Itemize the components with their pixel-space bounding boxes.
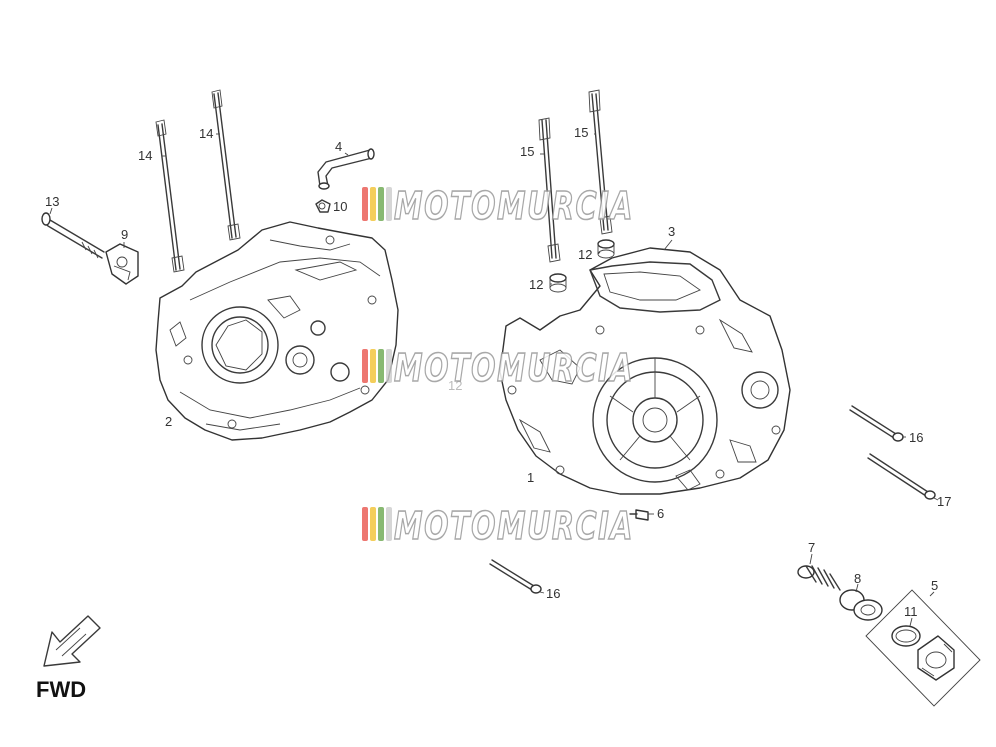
callout-17: 17 (937, 494, 951, 509)
watermark-text: MOTOMURCIA (394, 346, 634, 390)
watermark-stripe (378, 187, 384, 221)
stud-14-short (155, 119, 185, 273)
right-crankcase (499, 247, 791, 495)
callout-2: 2 (165, 414, 172, 429)
watermark-stripe (362, 507, 368, 541)
watermark-stripe (370, 187, 376, 221)
watermark-middle: MOTOMURCIA (362, 345, 634, 391)
bracket-9 (105, 243, 139, 285)
watermark-stripe (378, 507, 384, 541)
callout-6: 6 (657, 506, 664, 521)
stud-15-short (538, 117, 561, 263)
watermark-stripe (386, 349, 392, 383)
left-crankcase (155, 221, 399, 441)
watermark-bottom: MOTOMURCIA (362, 503, 634, 549)
callout-16-lower: 16 (546, 586, 560, 601)
callout-7: 7 (808, 540, 815, 555)
washer-8 (839, 589, 883, 621)
callout-16-right: 16 (909, 430, 923, 445)
callout-13: 13 (45, 194, 59, 209)
callout-14-right: 14 (199, 126, 213, 141)
callout-14-left: 14 (138, 148, 152, 163)
leader-lines (49, 133, 939, 627)
watermark-stripe (386, 187, 392, 221)
callout-15-left: 15 (520, 144, 534, 159)
watermark-stripe (370, 507, 376, 541)
callout-3: 3 (668, 224, 675, 239)
spring-7 (797, 565, 841, 591)
callout-5: 5 (931, 578, 938, 593)
watermark-stripe (370, 349, 376, 383)
forward-arrow-icon (43, 615, 101, 667)
callout-12-left: 12 (529, 277, 543, 292)
bolt-16-right (849, 405, 904, 442)
hose-4 (317, 148, 375, 190)
watermark-stripe (378, 349, 384, 383)
callout-12-right: 12 (578, 247, 592, 262)
callout-1: 1 (527, 470, 534, 485)
drain-plug-assembly-box (865, 589, 981, 707)
watermark-text: MOTOMURCIA (394, 184, 634, 228)
watermark-top: MOTOMURCIA (362, 183, 634, 229)
callout-8: 8 (854, 571, 861, 586)
bolt-16-lower (489, 559, 542, 594)
dowel-12-a (549, 273, 567, 293)
direction-label: FWD (36, 677, 86, 702)
callout-4: 4 (335, 139, 342, 154)
watermark-stripe (362, 187, 368, 221)
callout-12-center: 12 (448, 378, 462, 393)
callout-15-right: 15 (574, 125, 588, 140)
callout-11: 11 (904, 604, 918, 619)
stud-14-long (211, 89, 241, 241)
callout-9: 9 (121, 227, 128, 242)
watermark-stripe (386, 507, 392, 541)
dowel-12-b (597, 239, 615, 259)
bolt-17 (867, 453, 936, 500)
callout-10: 10 (333, 199, 347, 214)
watermark-text: MOTOMURCIA (394, 504, 634, 548)
clip-10 (315, 199, 331, 213)
bolt-6 (629, 509, 649, 521)
bolt-13 (41, 212, 105, 259)
watermark-stripe (362, 349, 368, 383)
stud-15-long (588, 89, 613, 235)
